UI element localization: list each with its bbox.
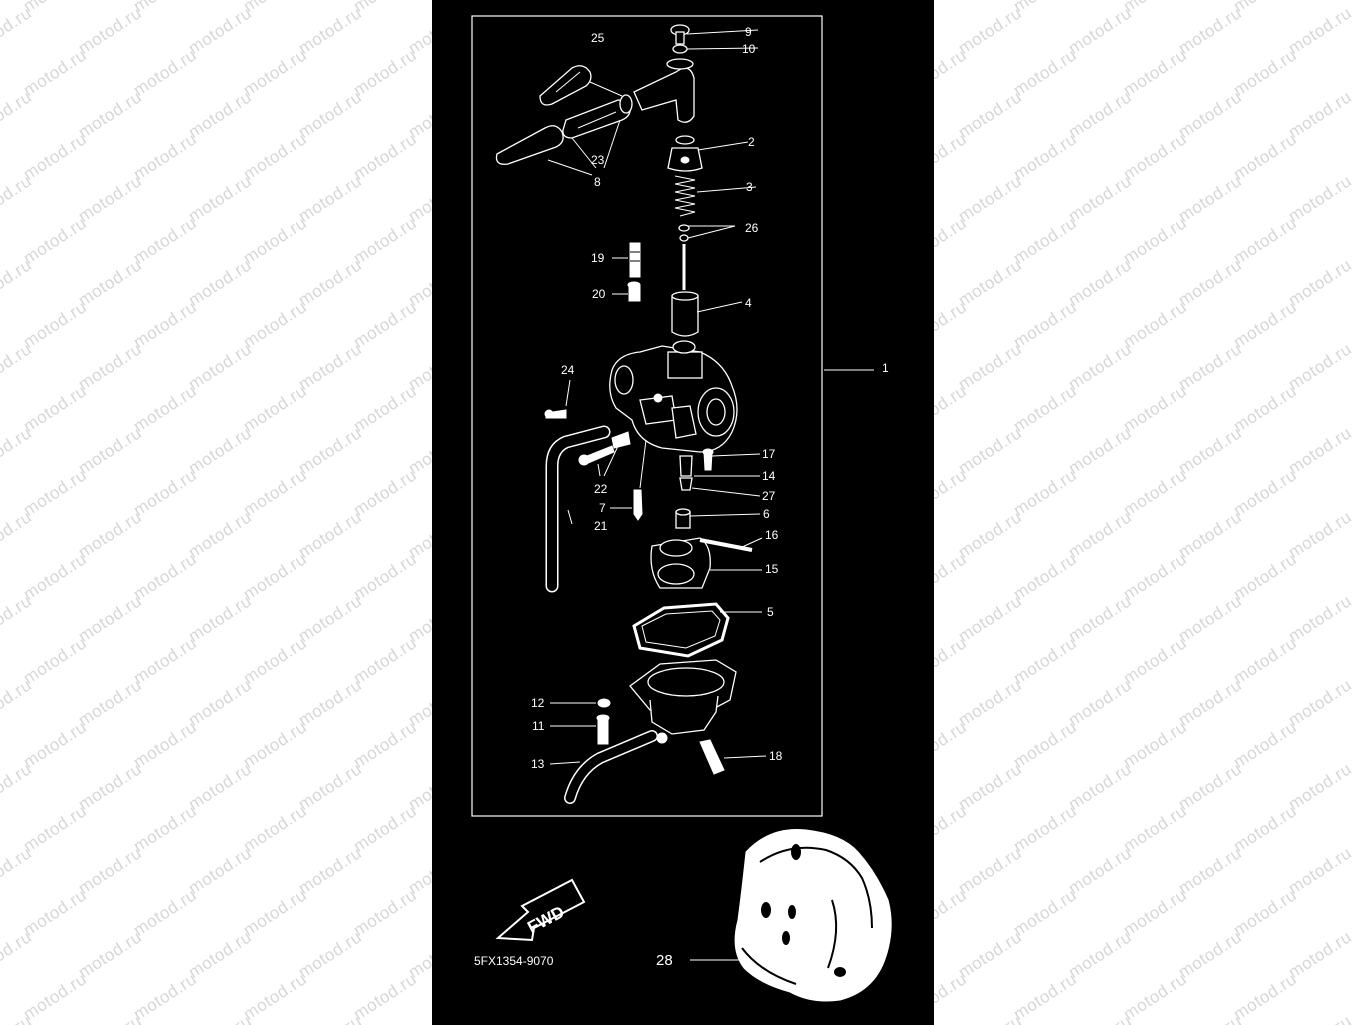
callout-7: 7 — [599, 501, 606, 515]
part-10-nut — [672, 44, 688, 54]
part-6-jet-holder — [675, 508, 691, 529]
callout-24: 24 — [561, 363, 575, 377]
callout-19: 19 — [591, 251, 605, 265]
callout-9: 9 — [745, 25, 752, 39]
callout-labels: 9 10 25 2 23 8 3 26 19 20 4 1 24 17 14 2… — [531, 25, 889, 969]
part-8-cable-boot — [495, 125, 564, 165]
callout-4: 4 — [745, 296, 752, 310]
leader-lines — [547, 29, 874, 961]
part-4-throttle-valve — [671, 291, 699, 337]
callout-27: 27 — [762, 489, 776, 503]
part-14-jet — [679, 455, 693, 477]
callout-16: 16 — [765, 528, 779, 542]
callout-6: 6 — [763, 507, 770, 521]
callout-21: 21 — [594, 519, 608, 533]
part-2-mixing-chamber-top — [667, 135, 703, 172]
callout-26: 26 — [745, 221, 759, 235]
callout-12: 12 — [531, 696, 545, 710]
callout-1: 1 — [882, 361, 889, 375]
part-3-throttle-spring — [674, 175, 696, 217]
callout-14: 14 — [762, 469, 776, 483]
callout-8: 8 — [594, 175, 601, 189]
callout-17: 17 — [762, 447, 776, 461]
assembly-frame — [471, 15, 823, 817]
part-19-screw — [629, 242, 641, 278]
part-9-screw — [670, 24, 690, 45]
part-22-screws — [578, 431, 631, 466]
part-25-cable-boot — [539, 65, 592, 106]
callout-15: 15 — [765, 562, 779, 576]
callout-5: 5 — [767, 605, 774, 619]
callout-18: 18 — [769, 749, 783, 763]
part-20-screw — [627, 281, 641, 302]
callout-22: 22 — [594, 482, 608, 496]
part-28-bracket — [734, 828, 892, 1002]
part-16-float-pin — [699, 538, 753, 552]
part-11-screw — [596, 714, 610, 745]
part-18-drain-screw — [699, 739, 725, 775]
part-24-screw — [544, 409, 567, 419]
callout-23: 23 — [591, 153, 605, 167]
part-15-float — [650, 537, 711, 589]
callout-10: 10 — [742, 42, 756, 56]
callout-25: 25 — [591, 31, 605, 45]
part-12-washer — [597, 698, 611, 708]
part-float-chamber — [629, 659, 737, 735]
callout-20: 20 — [592, 287, 606, 301]
part-13-drain-hose — [564, 730, 668, 804]
callout-13: 13 — [531, 757, 545, 771]
callout-11: 11 — [532, 719, 545, 733]
drawing-code: 5FX1354-9070 — [474, 954, 554, 968]
part-5-gasket — [632, 602, 730, 658]
part-cable-elbow — [633, 58, 695, 123]
callout-2: 2 — [748, 135, 755, 149]
callout-28: 28 — [656, 952, 673, 969]
part-26-clip-needle — [678, 224, 690, 290]
part-1-carburetor-body — [609, 340, 738, 453]
part-23-adjuster-tube — [562, 94, 633, 139]
callout-3: 3 — [746, 180, 753, 194]
part-17-screw — [702, 448, 714, 471]
fwd-arrow: FWD — [495, 878, 586, 942]
part-27-jet — [679, 477, 693, 491]
part-7-needle — [633, 489, 643, 521]
part-21-hose — [545, 425, 611, 593]
